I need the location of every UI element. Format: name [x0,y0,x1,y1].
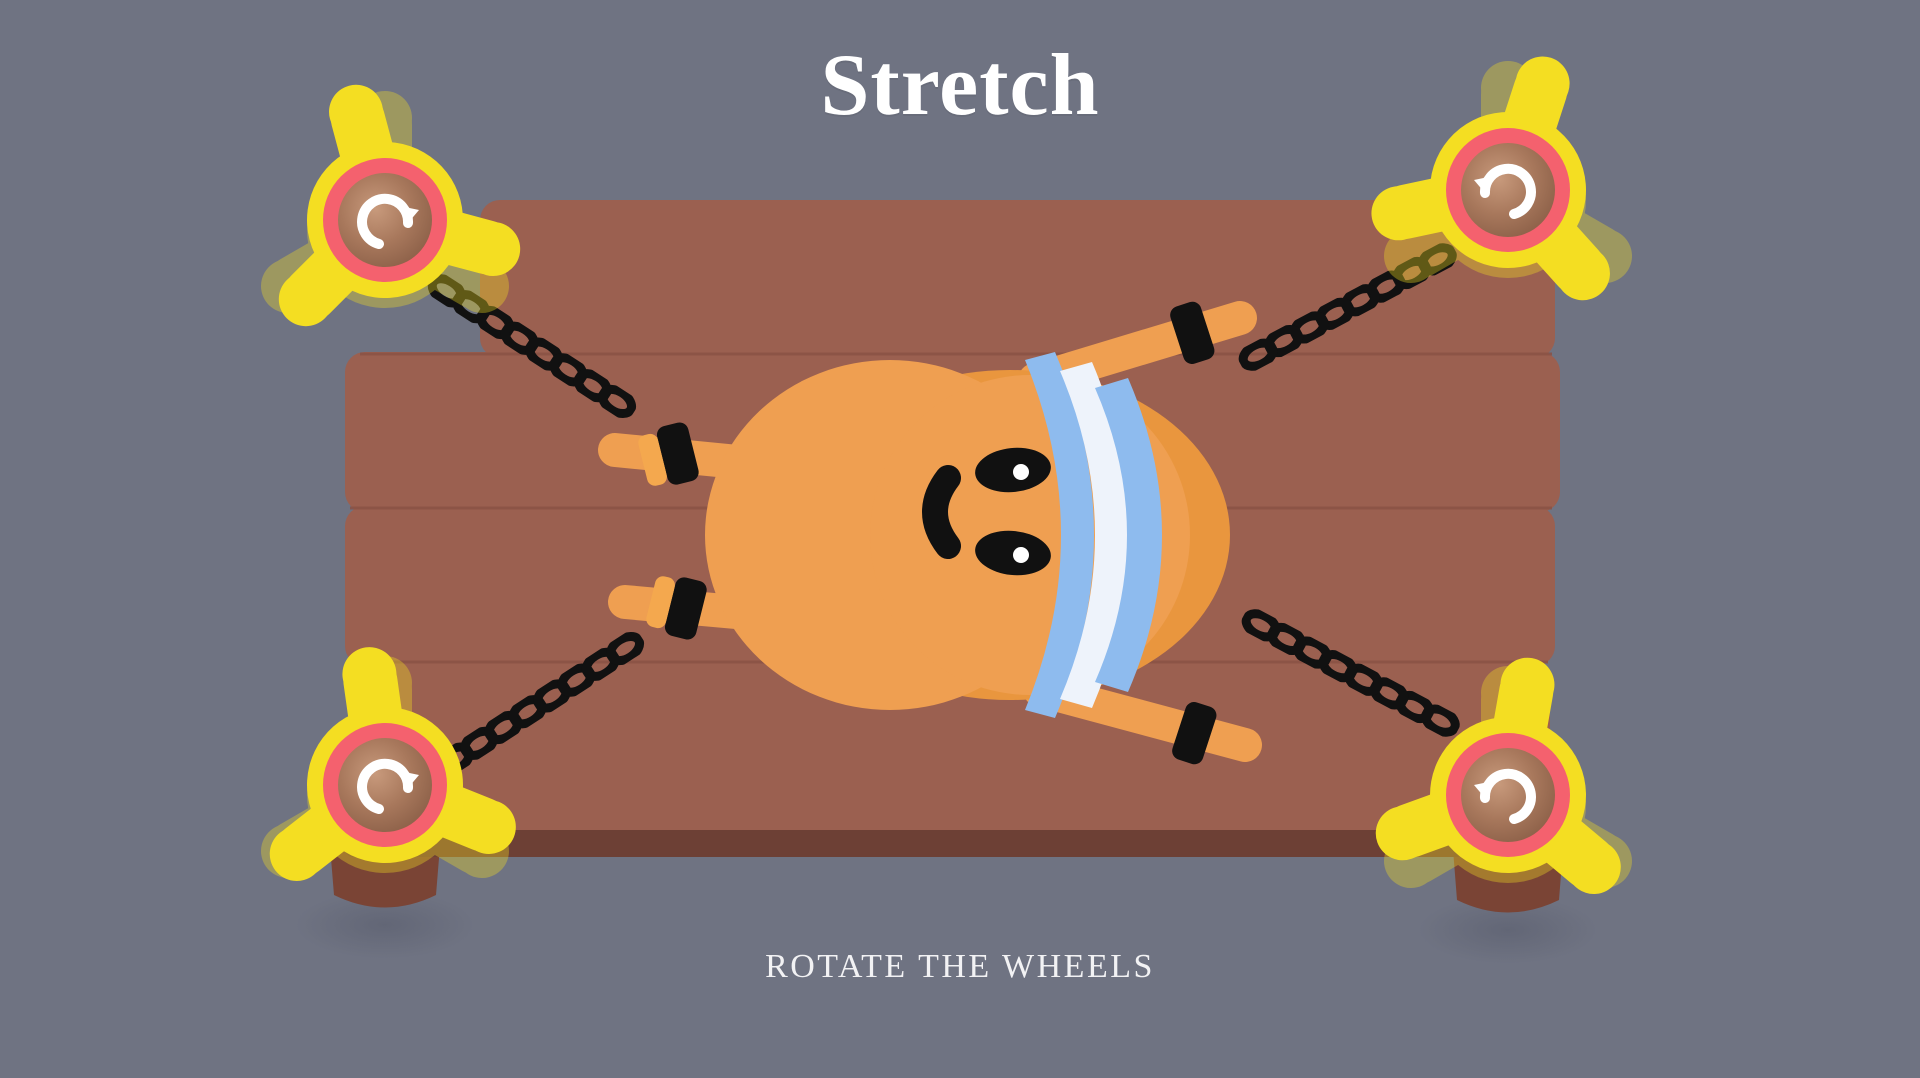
shackle [1172,702,1217,765]
shackle [1170,301,1215,364]
wheel-bottom-right[interactable] [1360,634,1664,910]
wheel-hub [1461,143,1555,237]
rotate-ccw-icon [357,758,419,814]
eye-upper [975,447,1051,493]
table-plank [360,660,1550,830]
wheel-hub [338,738,432,832]
wheel-hub [1461,748,1555,842]
wheel-hub [338,173,432,267]
instruction-label: ROTATE THE WHEELS [765,948,1155,985]
shorts-stripe-blue-outer [1025,352,1094,718]
shorts-stripe-white [1060,362,1129,708]
character-shackles [638,301,1217,765]
rotate-cw-icon [1474,768,1536,824]
rotate-ccw-icon [357,193,419,249]
eye-lower [975,530,1051,576]
wheel-bottom-left[interactable] [233,628,531,896]
table-plank [480,200,1555,358]
shackle [638,422,699,486]
character-face [922,447,1051,576]
wheel-top-left[interactable] [219,51,539,345]
rotate-cw-icon [1474,163,1536,219]
mouth [922,465,961,559]
character-shorts [1025,352,1162,718]
shorts-stripe-blue-inner [1095,378,1162,692]
wheel-top-right[interactable] [1351,16,1679,320]
shackle [646,576,707,640]
page-title: Stretch [820,37,1100,134]
stretched-character [598,301,1262,765]
